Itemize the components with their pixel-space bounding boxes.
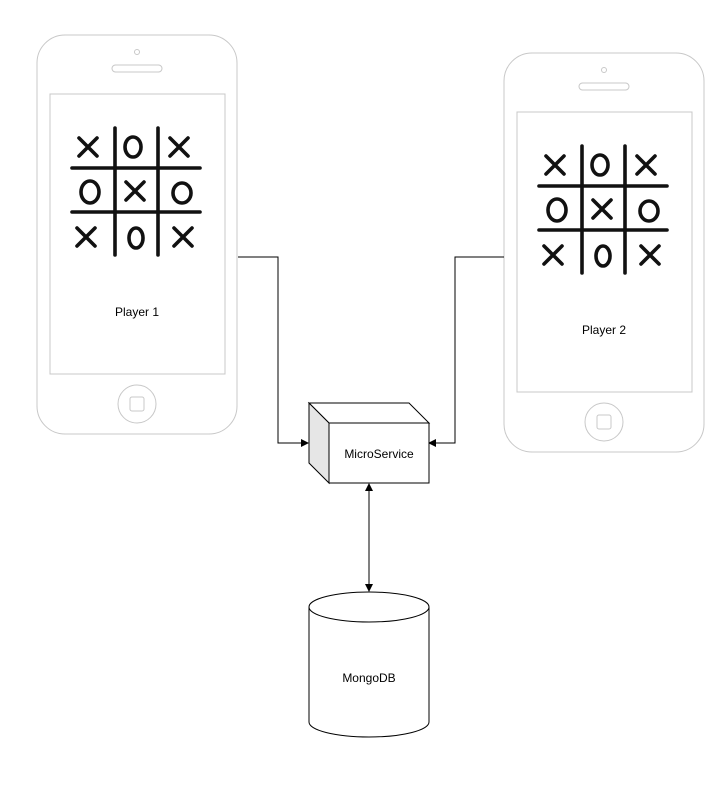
x-mark-icon: [639, 244, 661, 266]
o-mark-icon: [546, 197, 568, 223]
x-mark-icon: [542, 244, 564, 266]
cylinder-top: [308, 591, 430, 623]
o-mark-icon: [127, 226, 145, 250]
x-mark-icon: [168, 136, 190, 158]
x-mark-icon: [635, 154, 657, 176]
mongodb-cylinder: MongoDB: [308, 591, 430, 738]
player1-label: Player 1: [115, 305, 159, 319]
edge-player1-to-service: [238, 256, 309, 447]
phone-camera-icon: [601, 67, 607, 73]
x-mark-icon: [172, 226, 194, 248]
mongodb-label: MongoDB: [342, 671, 395, 685]
home-square-icon: [129, 396, 145, 412]
o-mark-icon: [590, 153, 610, 177]
phone-camera-icon: [134, 49, 140, 55]
o-mark-icon: [594, 244, 612, 268]
tic-tac-toe-board-player1: [70, 126, 202, 257]
home-square-icon: [596, 414, 612, 430]
phone-speaker: [578, 82, 630, 91]
phone-speaker: [111, 64, 163, 73]
cylinder-body: [308, 607, 430, 738]
player2-label: Player 2: [582, 323, 626, 337]
box-front-face: [328, 422, 430, 484]
x-mark-icon: [544, 154, 566, 176]
x-mark-icon: [124, 180, 146, 202]
microservice-label: MicroService: [344, 447, 414, 461]
x-mark-icon: [75, 226, 97, 248]
o-mark-icon: [638, 199, 660, 223]
o-mark-icon: [79, 179, 101, 205]
phone-home-button: [117, 384, 157, 424]
x-mark-icon: [591, 198, 613, 220]
player1-phone: Player 1: [36, 34, 238, 435]
edge-player2-to-service: [428, 256, 504, 447]
box-top-face: [307, 402, 431, 424]
phone-screen: [516, 111, 693, 393]
o-mark-icon: [171, 181, 193, 205]
phone-screen: [49, 93, 226, 375]
phone-home-button: [584, 402, 624, 442]
o-mark-icon: [123, 135, 143, 159]
x-mark-icon: [77, 136, 99, 158]
tic-tac-toe-board-player2: [537, 144, 669, 275]
player2-phone: Player 2: [503, 52, 705, 453]
microservice-box: MicroService: [307, 401, 431, 485]
